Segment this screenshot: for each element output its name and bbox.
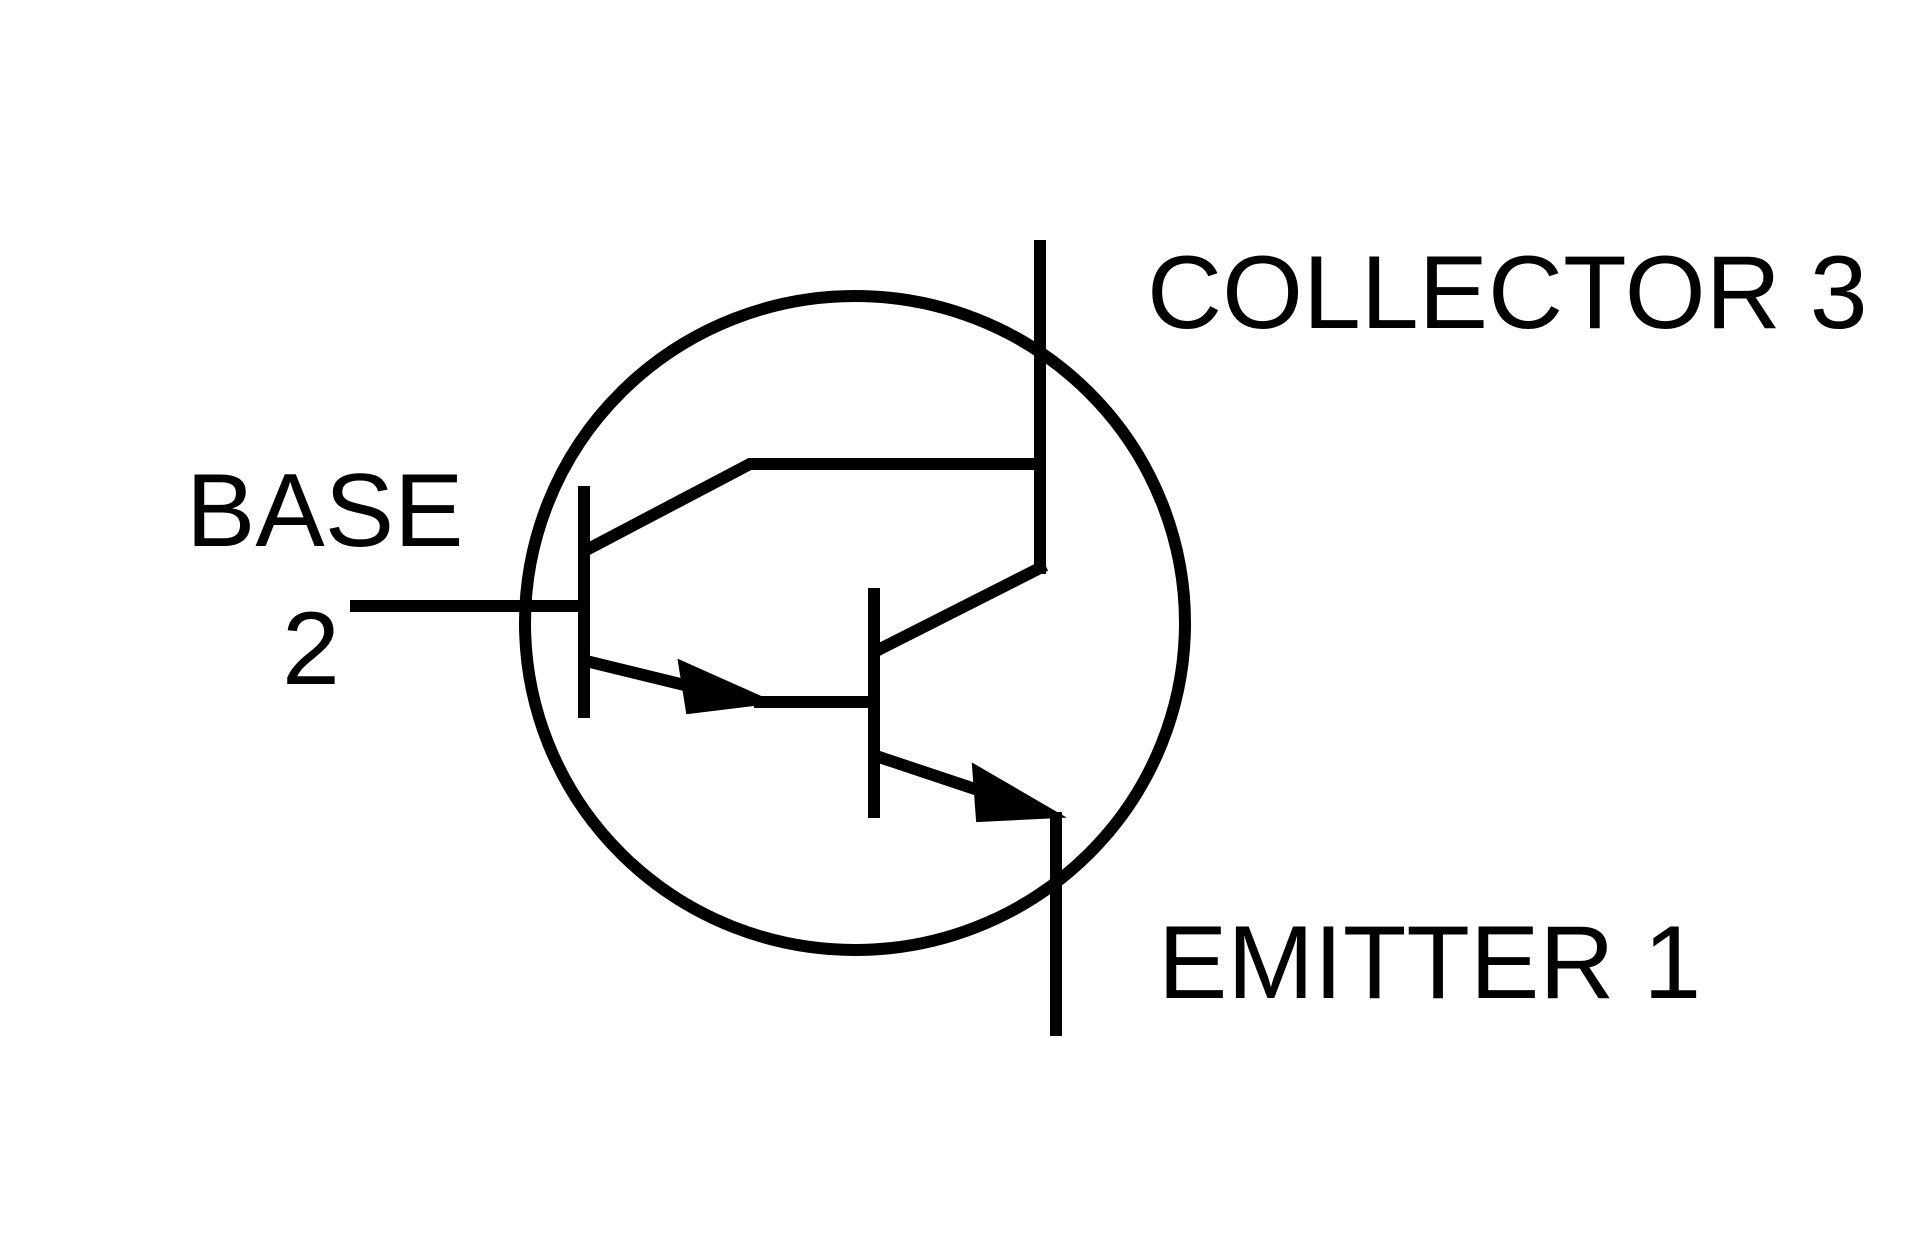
q1-collector-path [581,458,1046,557]
base-pin-label: 2 [282,591,340,707]
q1-emitter-arrow [677,658,778,715]
base-label: BASE [186,453,463,569]
q2-emitter-arrow [971,762,1067,823]
q2-collector [873,559,1049,657]
collector-label: COLLECTOR 3 [1147,235,1868,351]
q2-emitter [874,750,998,802]
package-circle [519,290,1191,956]
emitter-label: EMITTER 1 [1158,905,1701,1021]
